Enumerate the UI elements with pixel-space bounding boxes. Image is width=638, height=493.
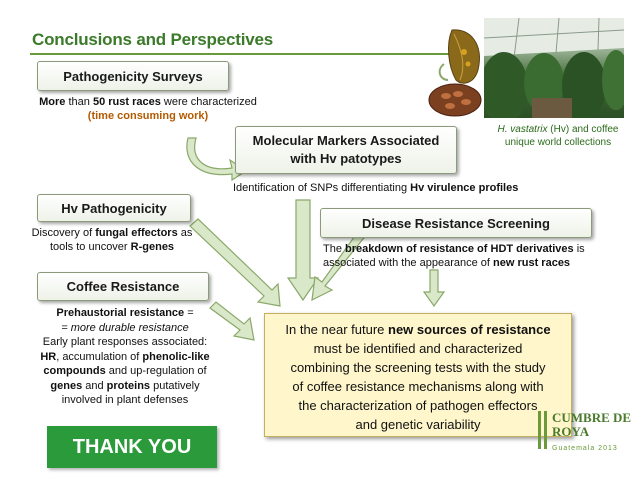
disease-resistance-label: Disease Resistance Screening <box>362 215 550 231</box>
surveys-races: 50 rust races <box>92 96 161 108</box>
conclusion-box: In the near future new sources of resist… <box>264 313 572 437</box>
cr-plain4: and <box>82 379 107 392</box>
molecular-markers-line1: Molecular Markers Associated <box>252 133 440 148</box>
drs-bold2: new rust races <box>493 257 571 269</box>
title-underline <box>30 53 462 55</box>
snps-text: Identification of SNPs differentiating H… <box>233 181 553 195</box>
surveys-time: (time consuming work) <box>87 110 209 122</box>
hv-text: Discovery of fungal effectors as tools t… <box>22 226 202 254</box>
greenhouse-illustration <box>484 18 624 118</box>
hv-plain3: tools to uncover <box>49 241 131 253</box>
surveys-more: More <box>39 96 66 108</box>
cr-bold1: Prehaustorial resistance <box>56 307 185 319</box>
cr-line6: involved in plant defenses <box>61 394 189 406</box>
cr-plain2: , accumulation of <box>56 350 143 363</box>
snps-plain: Identification of SNPs differentiating <box>233 182 411 194</box>
cr-plain1: = <box>184 307 194 319</box>
coffee-resistance-label: Coffee Resistance <box>66 279 180 294</box>
thank-you-banner: THANK YOU <box>47 426 217 468</box>
cr-plain3: and up-regulation of <box>105 365 207 377</box>
conclusion-line6: and genetic variability <box>355 417 481 432</box>
cr-bold5: genes <box>50 379 83 392</box>
caption-species: H. vastatrix <box>497 124 548 135</box>
cr-plain5: putatively <box>150 379 200 392</box>
conclusion-line5: the characterization of pathogen effecto… <box>298 398 538 413</box>
cumbre-logo: CUMBRE DE ROYA Guatemala 2013 <box>534 405 634 465</box>
hv-bold2: R-genes <box>130 241 175 253</box>
pathogenicity-surveys-box: Pathogenicity Surveys <box>37 61 229 91</box>
conclusion-plain1: In the near future <box>285 322 389 337</box>
conclusion-bold: new sources of resistance <box>388 322 551 337</box>
hv-bold1: fungal effectors <box>95 227 178 239</box>
cr-italic: = more durable resistance <box>61 321 189 334</box>
down-arrow-drs <box>422 269 446 308</box>
slide-title: Conclusions and Perspectives <box>32 30 273 49</box>
caption-rest-2: unique world collections <box>504 137 612 148</box>
hv-pathogenicity-box: Hv Pathogenicity <box>37 194 191 222</box>
hv-pathogenicity-label: Hv Pathogenicity <box>61 200 167 216</box>
surveys-text: More than 50 rust races were characteriz… <box>30 95 266 123</box>
molecular-markers-box: Molecular Markers Associated with Hv pat… <box>235 126 457 174</box>
hv-plain1: Discovery of <box>31 227 96 239</box>
drs-text: The breakdown of resistance of HDT deriv… <box>323 242 613 270</box>
thank-you-label: THANK YOU <box>72 435 192 458</box>
cr-bold6: proteins <box>106 379 151 392</box>
surveys-mid2: were characterized <box>160 96 257 108</box>
molecular-markers-line2: with Hv patotypes <box>290 151 402 166</box>
coffee-resistance-box: Coffee Resistance <box>37 272 209 301</box>
logo-subtitle: Guatemala 2013 <box>552 445 618 452</box>
greenhouse-photo <box>484 18 624 118</box>
cr-line3: Early plant responses associated: <box>42 336 208 348</box>
curved-arrow-leaf <box>438 63 449 81</box>
cumbre-logo-mark <box>538 411 547 449</box>
photo-caption: H. vastatrix (Hv) and coffee unique worl… <box>478 123 638 149</box>
drs-plain2: is <box>573 243 585 255</box>
logo-title: CUMBRE DE ROYA <box>552 410 632 439</box>
drs-bold1: breakdown of resistance of HDT derivativ… <box>345 243 574 255</box>
cr-bold4: compounds <box>43 365 106 377</box>
coffee-resistance-text: Prehaustorial resistance = = more durabl… <box>20 306 230 408</box>
conclusion-line2: must be identified and characterized <box>313 341 523 356</box>
cr-bold3: phenolic-like <box>142 350 210 363</box>
pathogenicity-surveys-label: Pathogenicity Surveys <box>63 68 203 84</box>
rust-leaf-icon <box>448 29 480 84</box>
drs-plain1: The <box>323 243 346 255</box>
spores-dish-icon <box>428 83 482 117</box>
hv-plain2: as <box>177 227 193 239</box>
cr-bold2: HR <box>40 350 57 363</box>
caption-rest-1: (Hv) and coffee <box>547 124 619 135</box>
surveys-mid1: than <box>65 96 93 108</box>
snps-bold: Hv virulence profiles <box>410 182 519 194</box>
down-arrow-snps <box>286 199 320 302</box>
disease-resistance-box: Disease Resistance Screening <box>320 208 592 238</box>
conclusion-line3: combining the screening tests with the s… <box>290 360 546 375</box>
drs-plain3: associated with the appearance of <box>323 257 494 269</box>
conclusion-line4: of coffee resistance mechanisms along wi… <box>292 379 544 394</box>
